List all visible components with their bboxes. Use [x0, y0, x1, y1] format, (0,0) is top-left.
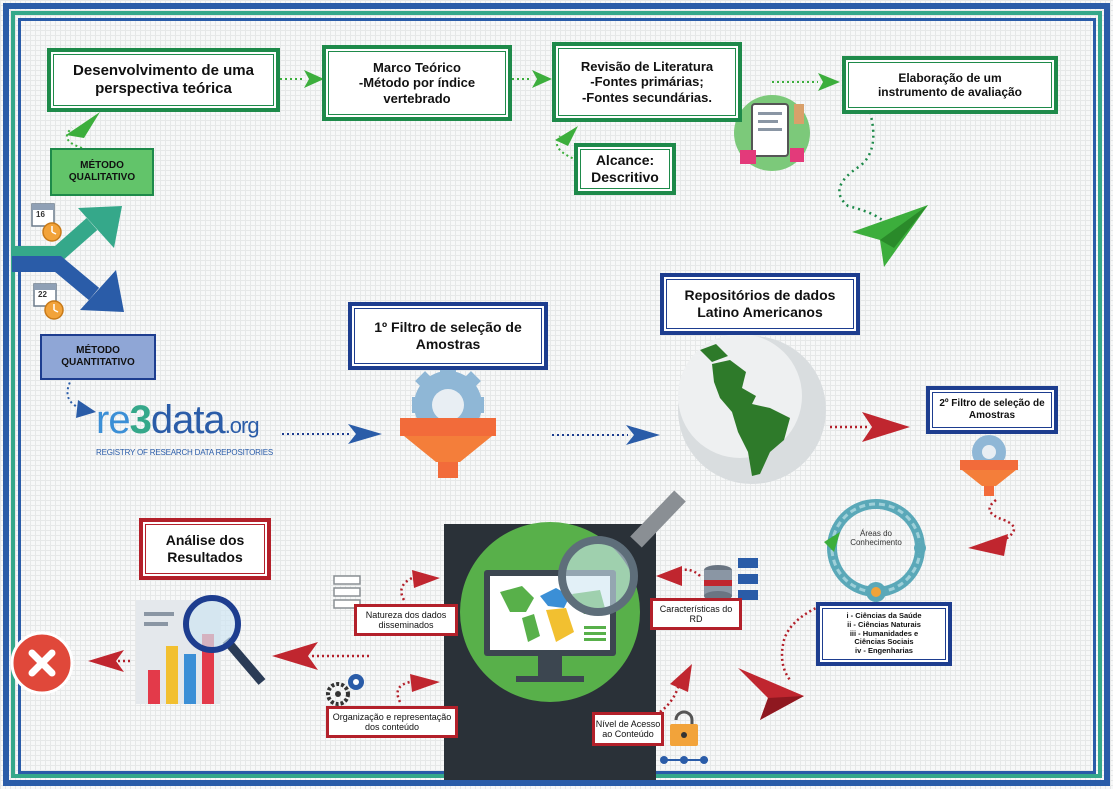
logo-3: 3: [129, 398, 152, 442]
arrow-organizacao-to-monitor: [396, 674, 440, 703]
marco-title: Marco Teórico: [373, 59, 461, 75]
areas-ring-label: Áreas do Conhecimento: [850, 529, 902, 547]
alcance-value: Descritivo: [591, 169, 659, 185]
gear-funnel-icon: [400, 364, 496, 478]
metodo-qualitativo-line2: QUALITATIVO: [68, 172, 136, 183]
box-filtro-1: 1º Filtro de seleção de Amostras: [348, 302, 548, 370]
desenvolvimento-text: Desenvolvimento de uma perspectiva teóri…: [73, 62, 254, 97]
arrow-marco-to-revisao: [512, 70, 552, 88]
filtro1-text: 1º Filtro de seleção de Amostras: [374, 319, 522, 352]
repositorios-text: Repositórios de dados Latino Americanos: [684, 287, 836, 320]
logo-data: data: [150, 398, 226, 442]
globe-latin-america-icon: [678, 334, 826, 484]
label-natureza: Natureza dos dados disseminados: [354, 604, 458, 636]
gears-icon: [326, 674, 364, 706]
arrow-nivel-to-monitor: [659, 664, 692, 713]
elaboracao-text: Elaboração de um instrumento de avaliaçã…: [877, 70, 1023, 99]
box-metodo-quantitativo: MÉTODO QUANTITATIVO: [40, 334, 156, 380]
marco-item: -Método por índice vertebrado: [358, 75, 476, 106]
arrow-desenv-to-marco: [280, 70, 324, 88]
logo-re: re: [96, 398, 131, 442]
logo-org: .org: [224, 413, 260, 438]
analise-text: Análise dos Resultados: [165, 532, 245, 565]
box-revisao-literatura: Revisão de Literatura -Fontes primárias;…: [552, 42, 742, 122]
review-illustration-icon: [734, 95, 810, 171]
box-alcance: Alcance: Descritivo: [574, 143, 676, 195]
area-item: i - Ciências da Saúde: [846, 611, 922, 621]
metodo-qualitativo-line1: MÉTODO: [80, 159, 124, 171]
arrow-qualitativo-to-desenv: [65, 112, 100, 149]
arrow-globe-to-filtro2: [830, 412, 910, 442]
revisao-title: Revisão de Literatura: [580, 58, 714, 74]
box-analise: Análise dos Resultados: [139, 518, 271, 580]
calendar-day-2: 22: [38, 290, 47, 299]
metodo-quantitativo-line1: MÉTODO: [76, 344, 120, 356]
alcance-title: Alcance:: [595, 152, 655, 169]
box-desenvolvimento: Desenvolvimento de uma perspectiva teóri…: [47, 48, 280, 112]
box-elaboracao: Elaboração de um instrumento de avaliaçã…: [842, 56, 1058, 114]
arrow-filtro2-to-areas: [968, 499, 1016, 556]
arrow-quantitativo-to-re3data: [66, 377, 96, 418]
lock-icon: [660, 710, 708, 764]
database-icon: [704, 558, 758, 601]
label-nivel-acesso: Nível de Acesso ao Conteúdo: [592, 712, 664, 746]
arrow-revisao-to-elaboracao: [772, 73, 840, 91]
areas-ring-icon: [824, 499, 926, 602]
area-item: iii - Humanidades e: [849, 628, 919, 638]
analysis-chart-icon: [136, 595, 266, 704]
method-split-arrows: [12, 206, 124, 312]
arrow-re3data-to-filtro: [282, 424, 382, 444]
revisao-item-2: -Fontes secundárias.: [581, 89, 713, 105]
close-icon: [10, 631, 74, 695]
calendar-clock-icon-2: [33, 283, 64, 320]
metodo-quantitativo-line2: QUANTITATIVO: [61, 357, 135, 368]
filtro2-text: 2º Filtro de seleção de Amostras: [939, 398, 1045, 421]
area-item: Ciências Sociais: [854, 637, 914, 647]
label-caracteristicas: Características do RD: [650, 598, 742, 630]
gear-funnel-icon-2: [960, 435, 1018, 496]
box-metodo-qualitativo: MÉTODO QUALITATIVO: [50, 148, 154, 196]
box-repositorios: Repositórios de dados Latino Americanos: [660, 273, 860, 335]
arrow-areas-to-monitor: [738, 604, 821, 720]
magnifier-icon: [558, 490, 686, 616]
arrow-rd-to-monitor: [656, 566, 701, 586]
box-marco-teorico: Marco Teórico -Método por índice vertebr…: [322, 45, 512, 121]
arrow-filtro-to-globe: [552, 425, 660, 445]
calendar-clock-icon-1: [31, 203, 62, 242]
arrow-monitor-to-analise: [272, 642, 372, 670]
arrow-monitor-to-natureza: [400, 570, 440, 601]
box-filtro-2: 2º Filtro de seleção de Amostras: [926, 386, 1058, 434]
box-areas-list: i - Ciências da Saúde ii - Ciências Natu…: [816, 602, 952, 666]
re3data-logo: re3data.org REGISTRY OF RESEARCH DATA RE…: [96, 398, 286, 460]
arrow-elaboracao-to-repositorios: [838, 111, 928, 267]
area-item: iv - Engenharias: [855, 645, 913, 655]
re3data-tagline: REGISTRY OF RESEARCH DATA REPOSITORIES: [96, 448, 274, 457]
arrow-analise-to-close: [88, 650, 132, 672]
calendar-day-1: 16: [36, 210, 45, 219]
area-item: ii - Ciências Naturais: [847, 620, 921, 630]
revisao-item-1: -Fontes primárias;: [590, 74, 704, 90]
label-organizacao: Organização e representação dos conteúdo: [326, 706, 458, 738]
